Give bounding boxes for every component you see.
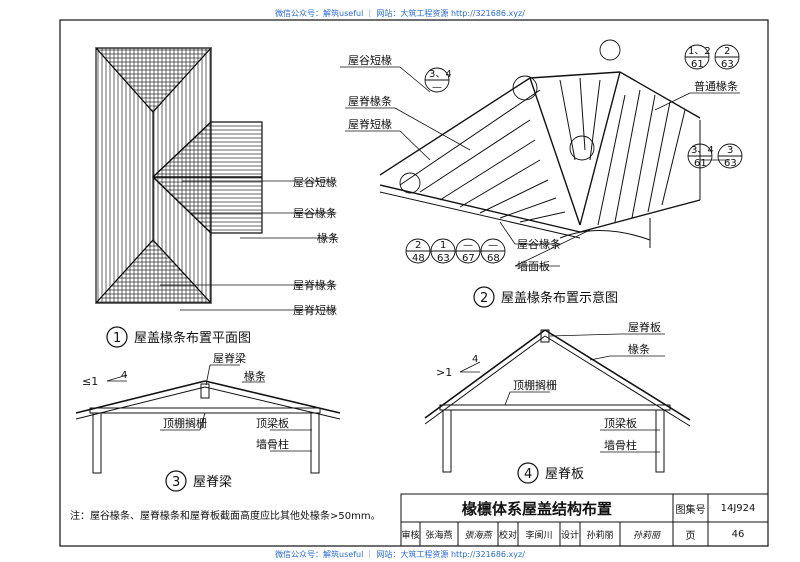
ref-tr2-top: 2 — [724, 46, 730, 57]
ridge-beam-title: 屋脊梁 — [193, 475, 232, 490]
ridge-board-label-rafter: 椽条 — [628, 342, 650, 356]
title-block-designer-signature: 孙莉丽 — [632, 530, 660, 541]
ref-b2-bottom: 63 — [437, 253, 450, 264]
plan-title-num: 1 — [113, 331, 121, 346]
ridge-board-slope-value: 4 — [472, 354, 478, 365]
ridge-beam-section — [75, 364, 341, 474]
persp-title: 屋盖椽条布置示意图 — [501, 290, 618, 306]
footnote: 注：屋谷椽条、屋脊椽条和屋脊板截面高度应比其他处椽条>50mm。 — [70, 511, 381, 522]
ref-mr2-bottom: 63 — [724, 158, 737, 169]
ridge-beam-title-num: 3 — [172, 475, 180, 490]
plan-title: 屋盖椽条布置平面图 — [134, 330, 251, 346]
ref-b2-top: 1 — [440, 240, 446, 251]
ref-left-bottom: — — [432, 82, 442, 93]
title-block-designer: 孙莉丽 — [586, 530, 614, 541]
ridge-beam-label-stud: 墙骨柱 — [256, 437, 289, 451]
title-block-main-title: 椽檩体系屋盖结构布置 — [461, 499, 612, 518]
title-block-atlas-label: 图集号 — [675, 504, 706, 516]
persp-label-hip-rafter: 屋脊椽条 — [348, 94, 392, 108]
ridge-board-label-top-plate: 顶梁板 — [604, 416, 637, 430]
persp-title-num: 2 — [480, 291, 488, 306]
ridge-board-label-board: 屋脊板 — [628, 320, 661, 334]
title-block-reviewer-signature: 張海燕 — [464, 530, 492, 541]
persp-label-common-rafter: 普通椽条 — [694, 79, 738, 93]
ridge-board-title: 屋脊板 — [545, 467, 584, 482]
ridge-board-label-stud: 墙骨柱 — [604, 438, 637, 452]
title-block-check-label: 校对 — [498, 530, 517, 541]
plan-view: 屋谷短椽 屋谷椽条 椽条 屋脊椽条 屋脊短椽 1 屋盖椽条布置平面图 — [94, 47, 339, 348]
plan-label-rafter: 椽条 — [317, 231, 339, 245]
ridge-board-section — [424, 329, 691, 473]
plan-label-valley-rafter: 屋谷椽条 — [293, 206, 337, 220]
ridge-beam-slope-prefix: ≤1 — [82, 375, 98, 388]
title-block-page-no: 46 — [731, 528, 745, 540]
ref-mr1-bottom: 61 — [694, 158, 707, 169]
title-block-design-label: 设计 — [560, 530, 579, 541]
ridge-beam-title-circle — [165, 470, 187, 492]
persp-label-hip-jack: 屋脊短椽 — [348, 117, 392, 131]
ref-tr1-top: 1、2 — [688, 46, 711, 57]
ref-b1-bottom: 48 — [412, 253, 425, 264]
title-block-reviewer: 张海燕 — [425, 530, 453, 541]
ref-left-top: 3、4 — [429, 69, 452, 80]
plan-title-circle — [106, 326, 128, 348]
ref-mr2-top: 3 — [727, 145, 733, 156]
persp-label-valley-jack: 屋谷短椽 — [348, 53, 392, 67]
watermark-bottom: 微信公众号：解筑useful ｜ 网站：大筑工程资源 http://321686… — [275, 550, 525, 559]
ref-bubbles — [405, 44, 743, 264]
ridge-board-slope-prefix: >1 — [436, 366, 452, 379]
persp-label-valley-rafter: 屋谷椽条 — [517, 237, 561, 251]
title-block-checker: 李闽川 — [525, 530, 553, 541]
plan-label-hip-jack: 屋脊短椽 — [293, 303, 337, 317]
plan-label-hip-rafter: 屋脊椽条 — [293, 278, 337, 292]
ref-tr2-bottom: 63 — [721, 59, 734, 70]
ref-b3-bottom: 67 — [462, 253, 475, 264]
watermark-top: 微信公众号：解筑useful ｜ 网站：大筑工程资源 http://321686… — [275, 9, 525, 18]
ridge-beam-label-joist: 顶棚搁栅 — [163, 416, 207, 430]
ridge-beam-label-rafter: 椽条 — [244, 369, 266, 383]
ridge-board-label-joist: 顶棚搁栅 — [513, 378, 557, 392]
ridge-beam-slope-value: 4 — [121, 370, 127, 381]
title-block-atlas-no: 14J924 — [720, 502, 756, 514]
ref-tr1-bottom: 61 — [691, 59, 704, 70]
ref-b1-top: 2 — [415, 240, 421, 251]
persp-title-circle — [473, 286, 495, 308]
ridge-beam-label-beam: 屋脊梁 — [213, 351, 246, 365]
ridge-board-title-circle — [517, 462, 539, 484]
persp-label-wall-board: 墙面板 — [517, 259, 550, 273]
ref-b3-top: — — [463, 240, 473, 251]
ref-mr1-top: 3、4 — [691, 145, 714, 156]
title-block-grid — [400, 493, 769, 547]
title-block-review-label: 审核 — [401, 530, 420, 541]
ridge-beam-label-top-plate: 顶梁板 — [256, 416, 289, 430]
title-block-page-label: 页 — [685, 530, 696, 542]
perspective-view — [340, 39, 740, 267]
plan-label-valley-jack: 屋谷短椽 — [293, 175, 337, 189]
ridge-board-title-num: 4 — [524, 467, 532, 482]
ref-b4-bottom: 68 — [487, 253, 500, 264]
ref-b4-top: — — [488, 240, 498, 251]
